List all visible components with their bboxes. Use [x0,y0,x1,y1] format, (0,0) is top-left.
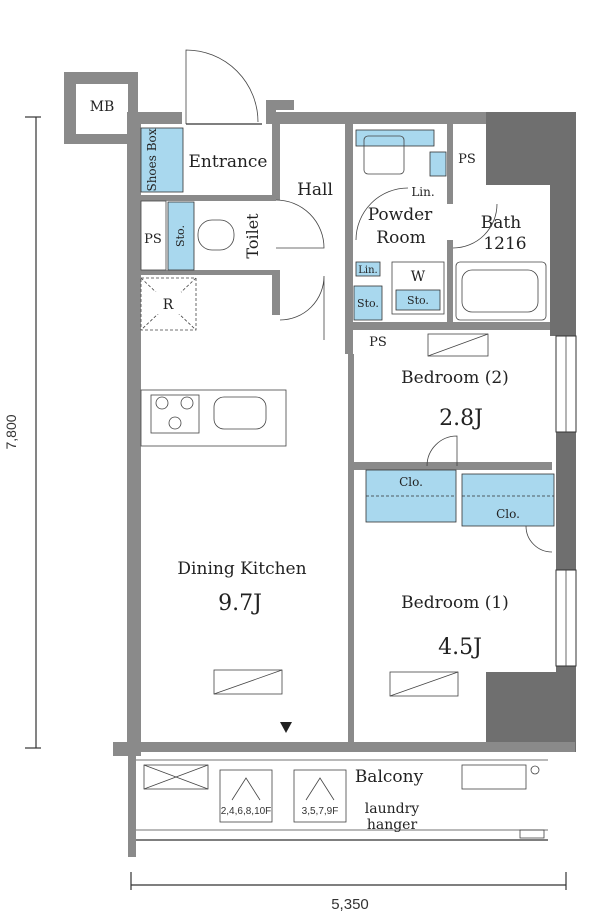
washer-label: W [411,269,426,285]
refrigerator-label: R [163,297,174,313]
toilet-label: Toilet [243,213,262,259]
width-label: 5,350 [331,896,369,913]
powder-label-2: Room [376,228,425,248]
dk-name: Dining Kitchen [177,559,306,579]
toilet-sto-label: Sto. [174,225,187,247]
balcony: 2,4,6,8,10F 3,5,7,9F Balcony laundry han… [136,759,548,841]
ac-label-2: 3,5,7,9F [302,806,339,817]
dk-size: 9.7J [218,591,262,616]
laundry-label-2: hanger [367,817,418,833]
toilet-storage: Sto. [167,201,195,271]
entrance-door [185,49,262,125]
powder-room: PS Lin. Powder Room Lin. Sto. W Sto. [353,129,476,321]
closets: Clo. Clo. [365,469,555,527]
shoes-box-label: Shoes Box [145,128,159,191]
mb-label: MB [90,99,115,115]
bedroom-1: Bedroom (1) 4.5J [389,525,553,697]
sto-label-2: Sto. [357,297,379,310]
powder-lin-label: Lin. [411,185,434,199]
bedroom2-name: Bedroom (2) [401,368,509,388]
bath-label-2: 1216 [483,234,526,254]
shoes-box: Shoes Box [140,127,184,193]
toilet-fixture [197,219,235,251]
sto-label-3: Sto. [407,294,429,307]
powder-label-1: Powder [368,205,433,225]
ps-left-label: PS [144,232,162,247]
mb-box: MB [64,72,138,144]
interior-walls [141,124,552,744]
entrance-label: Entrance [189,152,268,172]
bath-label-1: Bath [481,213,521,233]
height-dimension: 7,800 [3,116,41,749]
outer-walls [113,100,576,857]
bedroom1-size: 4.5J [438,635,482,660]
bedroom2-size: 2.8J [439,406,483,431]
height-label: 7,800 [3,414,19,449]
width-dimension: 5,350 [130,872,567,913]
kitchen-counter [140,389,287,447]
bath: Bath 1216 [452,203,547,321]
hall-label: Hall [297,180,333,200]
closet-label-2: Clo. [496,507,520,521]
laundry-label-1: laundry [365,801,420,817]
bedroom1-name: Bedroom (1) [401,593,509,613]
ac-label-1: 2,4,6,8,10F [221,806,272,817]
refrigerator-space: R [140,277,197,331]
bedroom-2: PS Bedroom (2) 2.8J [369,333,509,467]
ps-bedroom-label: PS [369,335,387,350]
lin-label-2: Lin. [358,265,377,276]
balcony-label: Balcony [355,767,424,787]
ps-top-label: PS [458,152,476,167]
dining-kitchen: Dining Kitchen 9.7J [177,559,307,733]
closet-label-1: Clo. [399,475,423,489]
